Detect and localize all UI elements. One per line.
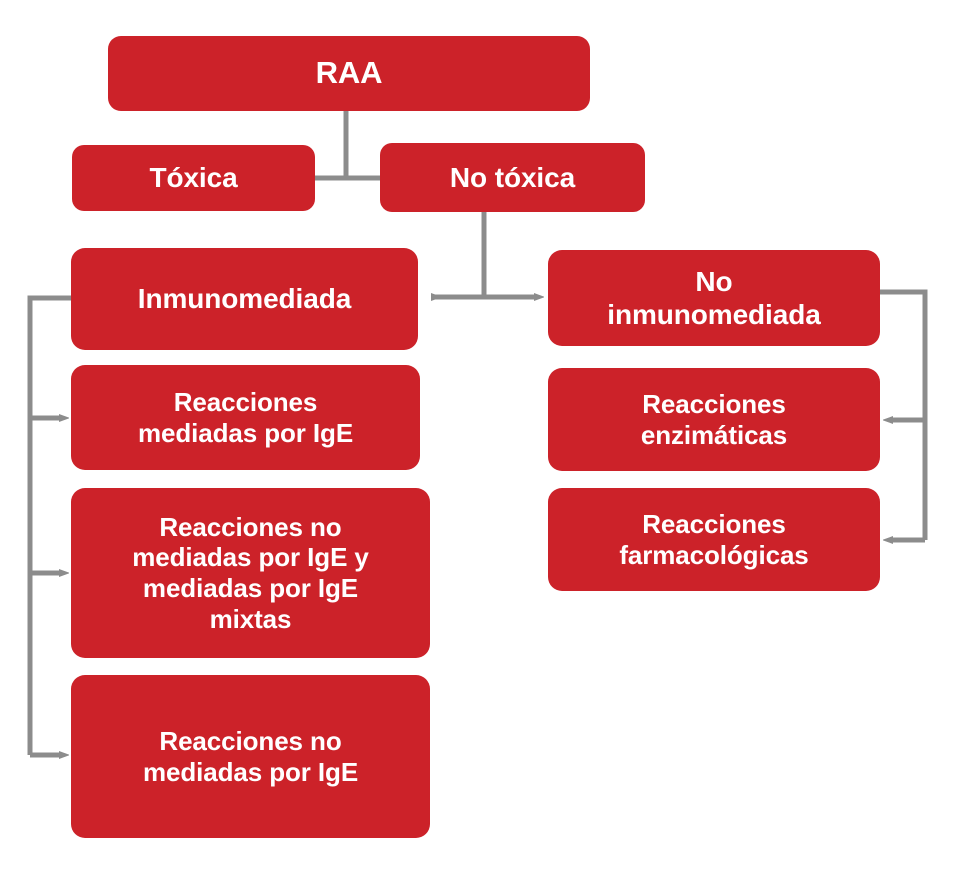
node-no-toxica[interactable]: No tóxica bbox=[380, 143, 645, 212]
node-toxica[interactable]: Tóxica bbox=[72, 145, 315, 211]
connector-right-bracket-spine bbox=[880, 289, 928, 540]
node-raa[interactable]: RAA bbox=[108, 36, 590, 111]
node-inmunomediada[interactable]: Inmunomediada bbox=[71, 248, 418, 350]
